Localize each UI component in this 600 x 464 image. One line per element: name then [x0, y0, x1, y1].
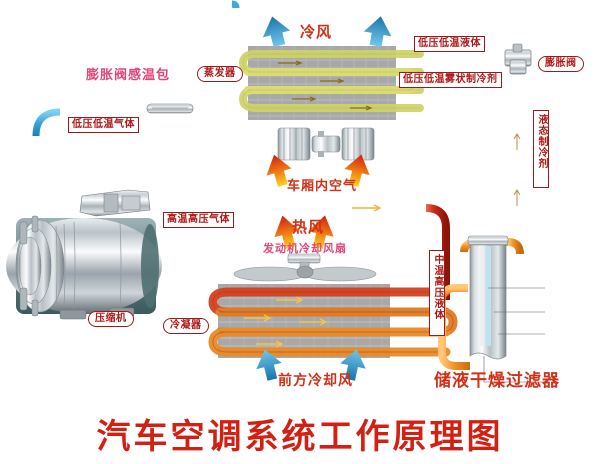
- label-mid-temp-high-pressure-liquid: 中温高压液体: [429, 250, 445, 336]
- front-cooling-air-arrows: [256, 349, 366, 381]
- label-evaporator: 蒸发器: [197, 66, 243, 82]
- label-compressor: 压缩机: [88, 311, 134, 327]
- compressor-component: [6, 189, 162, 320]
- label-cabin-air: 车厢内空气: [287, 179, 358, 194]
- label-expansion-valve: 膨胀阀: [538, 56, 584, 72]
- label-low-pressure-low-temp-mist: 低压低温雾状制冷剂: [399, 72, 502, 88]
- cold-air-arrows: [262, 16, 392, 48]
- label-cold-air: 冷风: [300, 23, 333, 41]
- expansion-valve-component: [504, 43, 532, 75]
- label-engine-cooling-fan: 发动机冷却风扇: [263, 242, 347, 255]
- label-thermal-bulb: 膨胀阀感温包: [86, 68, 171, 83]
- engine-cooling-fan-component: [233, 253, 377, 282]
- label-condenser: 冷凝器: [163, 318, 209, 334]
- hot-air-arrows: [274, 215, 334, 249]
- blower-fan-component: [277, 127, 375, 161]
- page-title: 汽车空调系统工作原理图: [96, 417, 504, 457]
- cabin-air-arrows: [266, 154, 370, 187]
- label-receiver-dryer: 储液干燥过滤器: [434, 371, 560, 391]
- discharge-line-pipe: [120, 204, 450, 300]
- label-low-pressure-low-temp-gas: 低压低温气体: [68, 117, 139, 133]
- label-low-pressure-low-temp-liquid: 低压低温液体: [414, 36, 485, 52]
- label-front-cooling-air: 前方冷却风: [278, 373, 353, 389]
- receiver-dryer-component: [467, 235, 545, 383]
- evaporator-component: [238, 46, 424, 120]
- condenser-component: [208, 284, 458, 358]
- label-high-temp-high-pressure-gas: 高温高压气体: [163, 212, 234, 228]
- label-hot-air: 热风: [292, 218, 325, 236]
- thermal-bulb-component: [146, 103, 194, 114]
- liquid-line-pipe: [408, 62, 522, 250]
- suction-line-pipe: [32, 0, 522, 196]
- label-liquid-refrigerant: 液态制冷剂: [533, 110, 549, 188]
